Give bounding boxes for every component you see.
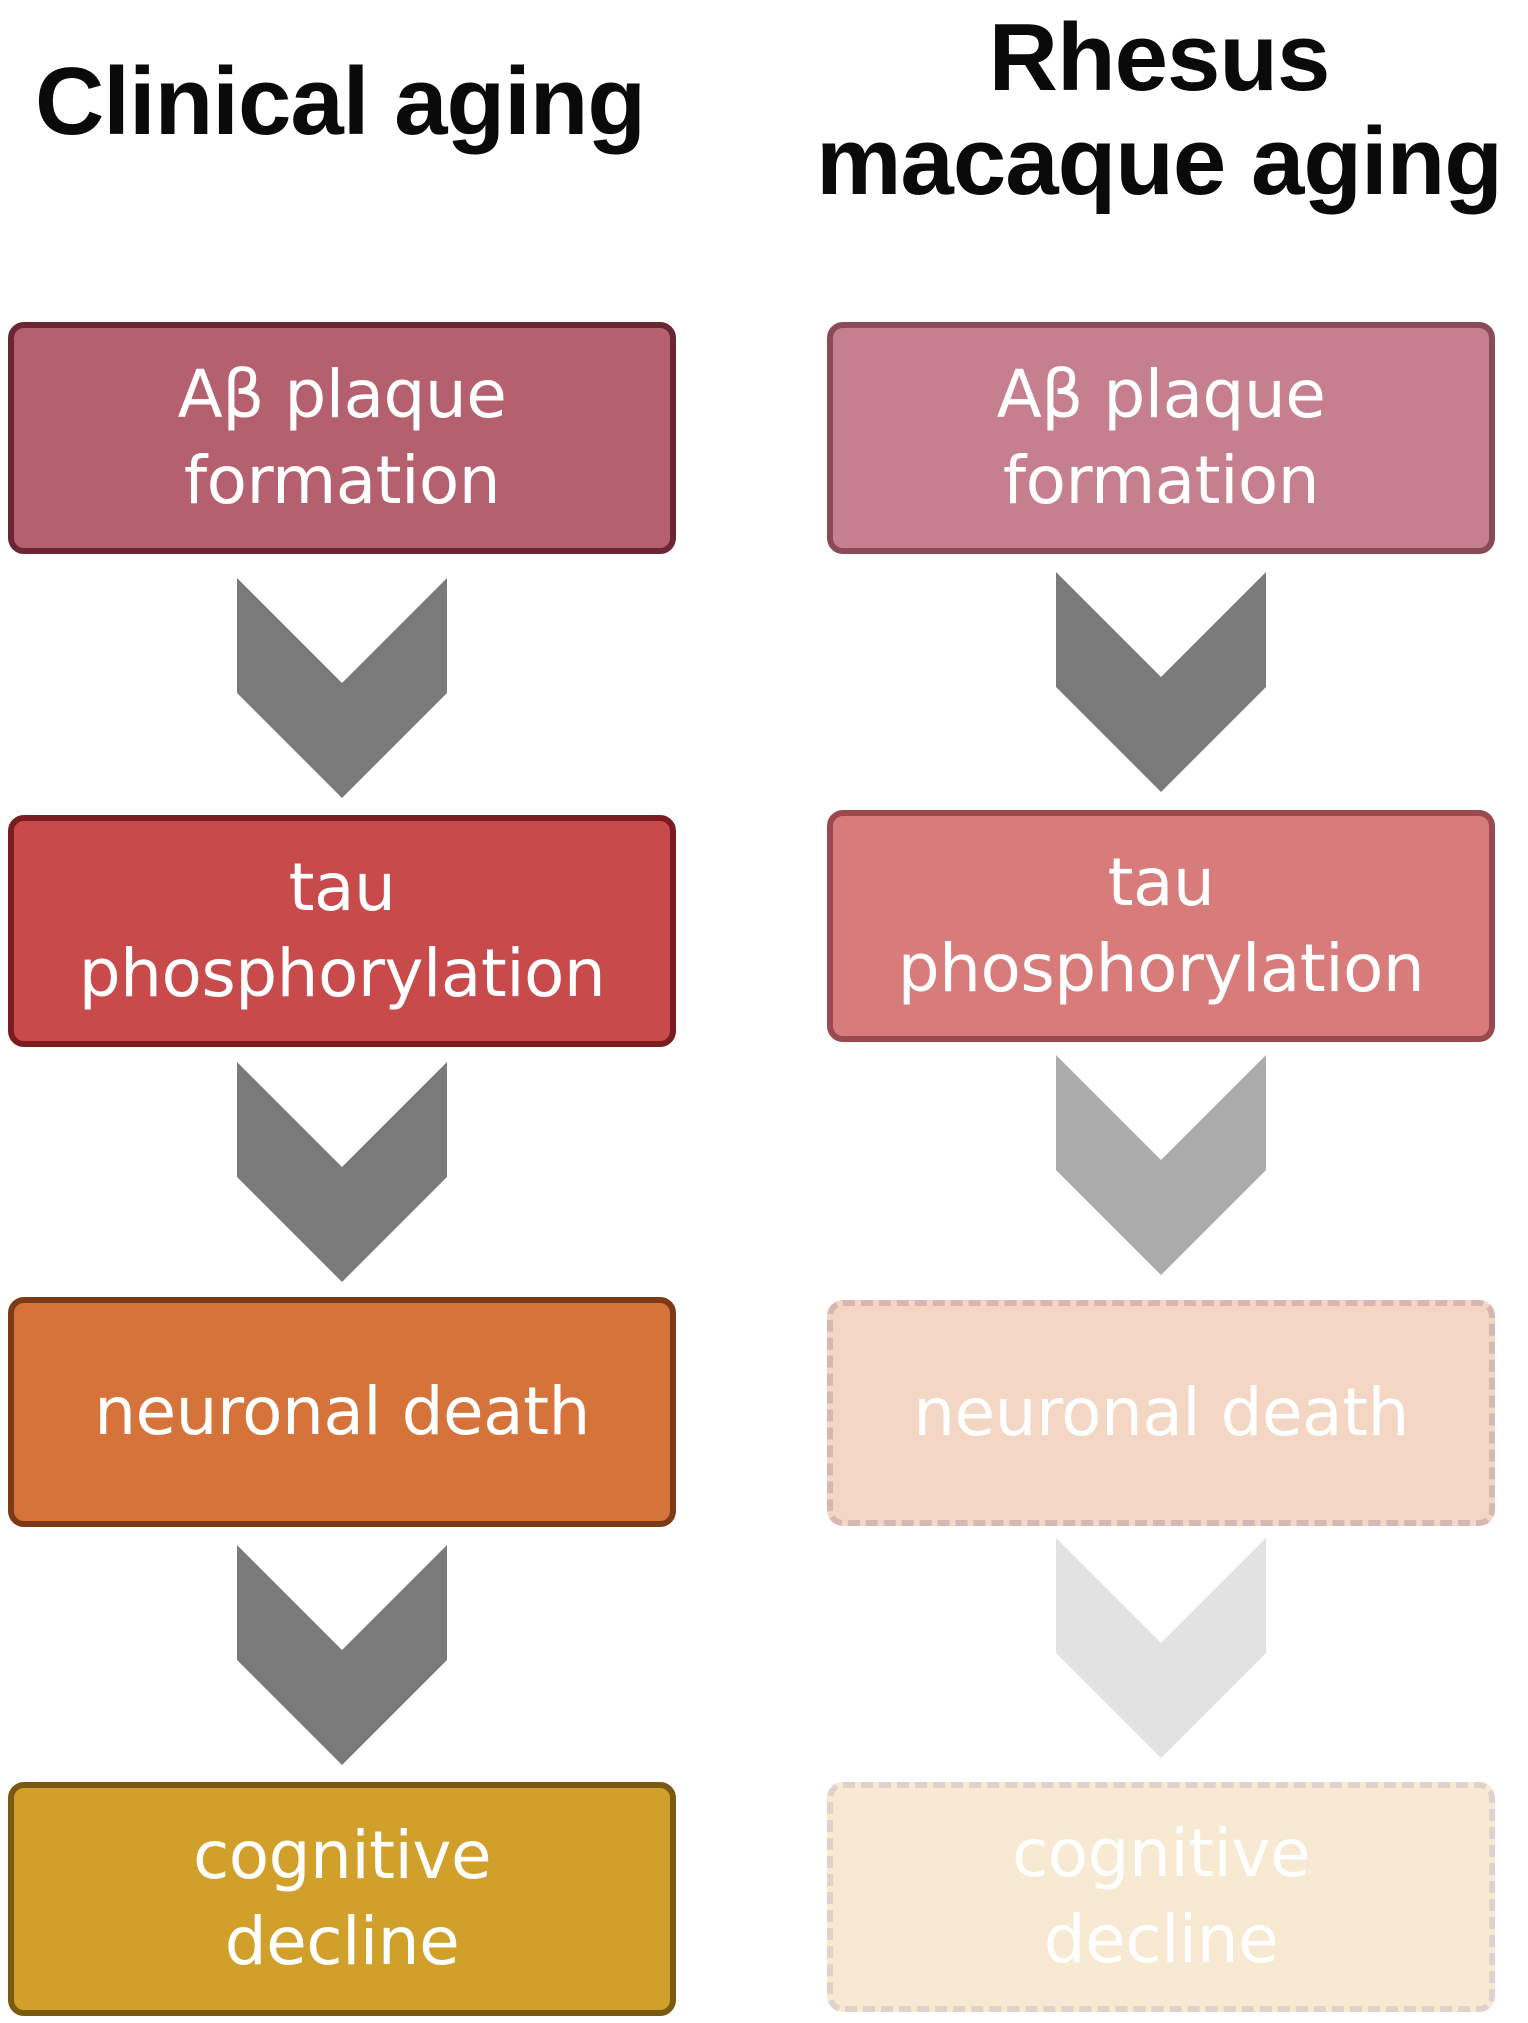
left-chevron-down-icon-1 [237, 578, 447, 798]
right-box-tau-phosphorylation-label: tau phosphorylation [897, 844, 1425, 1007]
rhesus-macaque-aging-title: Rhesus macaque aging [816, 4, 1503, 215]
left-chevron-down-icon-2 [237, 1062, 447, 1282]
left-box-neuronal-death: neuronal death [8, 1297, 676, 1527]
left-box-cognitive-decline-label: cognitive decline [192, 1817, 492, 1980]
left-box-tau-phosphorylation: tau phosphorylation [8, 815, 676, 1047]
right-box-abeta-plaque-label: Aβ plaque formation [996, 356, 1326, 519]
left-box-neuronal-death-label: neuronal death [94, 1373, 590, 1450]
left-box-cognitive-decline: cognitive decline [8, 1782, 676, 2016]
clinical-aging-title: Clinical aging [34, 48, 646, 155]
right-box-tau-phosphorylation: tau phosphorylation [827, 810, 1495, 1042]
right-box-abeta-plaque: Aβ plaque formation [827, 322, 1495, 554]
left-chevron-down-icon-3 [237, 1545, 447, 1765]
right-chevron-down-icon-2 [1056, 1055, 1266, 1275]
right-box-cognitive-decline: cognitive decline [827, 1782, 1495, 2012]
right-box-neuronal-death-label: neuronal death [913, 1374, 1409, 1451]
right-box-neuronal-death: neuronal death [827, 1300, 1495, 1526]
right-chevron-down-icon-1 [1056, 572, 1266, 792]
left-box-abeta-plaque-label: Aβ plaque formation [177, 356, 507, 519]
right-chevron-down-icon-3 [1056, 1538, 1266, 1758]
right-box-cognitive-decline-label: cognitive decline [1011, 1815, 1311, 1978]
left-box-tau-phosphorylation-label: tau phosphorylation [78, 849, 606, 1012]
left-box-abeta-plaque: Aβ plaque formation [8, 322, 676, 554]
